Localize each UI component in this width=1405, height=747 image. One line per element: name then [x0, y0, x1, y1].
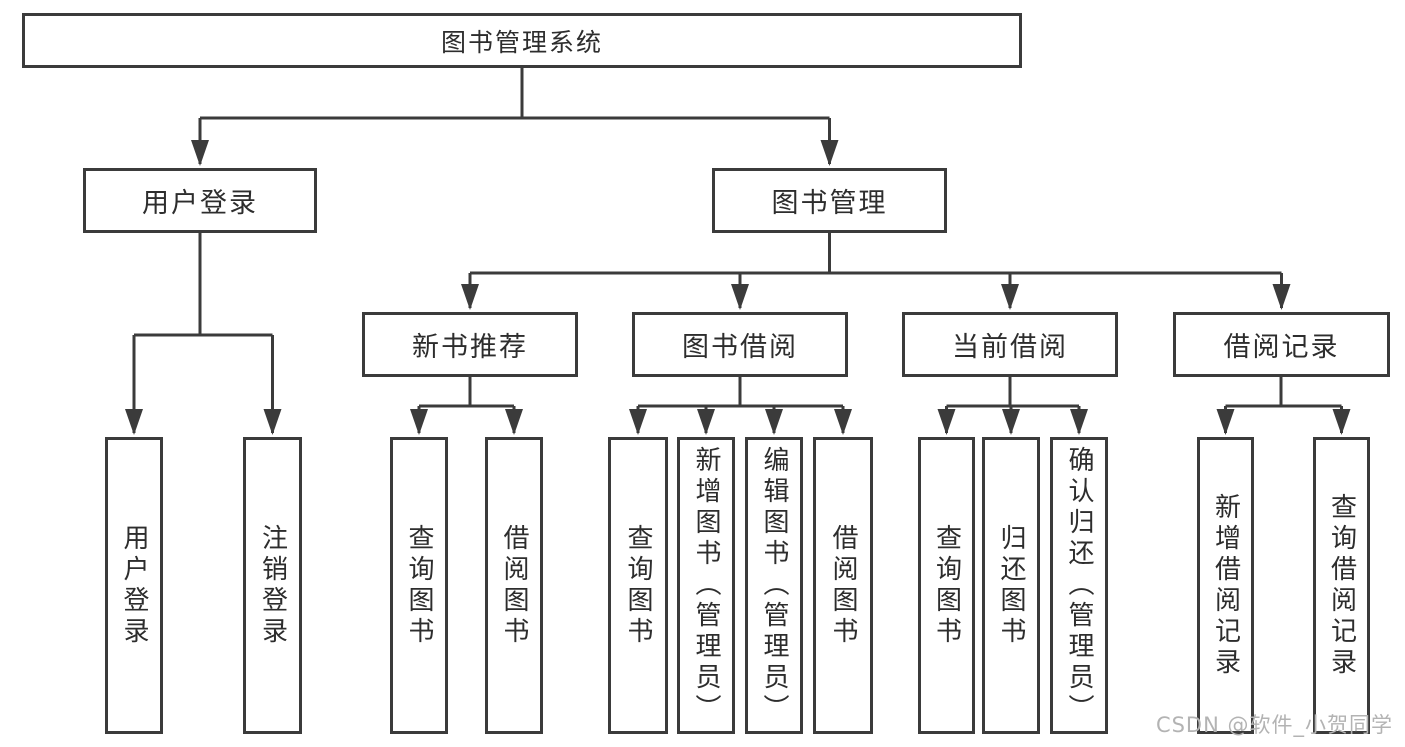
node-user-login: 用户登录 — [105, 437, 163, 734]
node-borrowing-records: 借阅记录 — [1173, 312, 1390, 377]
node-book-management: 图书管理 — [712, 168, 947, 233]
node-query-borrow-record: 查询借阅记录 — [1313, 437, 1370, 734]
node-borrow-books-borrowing: 借阅图书 — [813, 437, 873, 734]
node-book-borrowing: 图书借阅 — [632, 312, 848, 377]
node-add-book-admin: 新增图书（管理员） — [677, 437, 735, 734]
node-user-login-branch: 用户登录 — [83, 168, 317, 233]
node-new-book-recommend: 新书推荐 — [362, 312, 578, 377]
node-return-books: 归还图书 — [982, 437, 1040, 734]
watermark-text: CSDN @软件_小贺同学 — [1155, 713, 1393, 737]
node-borrow-books-recommend: 借阅图书 — [485, 437, 543, 734]
node-query-books-recommend: 查询图书 — [390, 437, 448, 734]
node-edit-book-admin: 编辑图书（管理员） — [745, 437, 803, 734]
node-add-borrow-record: 新增借阅记录 — [1197, 437, 1254, 734]
node-library-system: 图书管理系统 — [22, 13, 1022, 68]
node-query-books-borrowing: 查询图书 — [608, 437, 668, 734]
node-query-books-current: 查询图书 — [918, 437, 975, 734]
node-logout: 注销登录 — [243, 437, 302, 734]
node-confirm-return-admin: 确认归还（管理员） — [1050, 437, 1108, 734]
node-current-borrowing: 当前借阅 — [902, 312, 1118, 377]
